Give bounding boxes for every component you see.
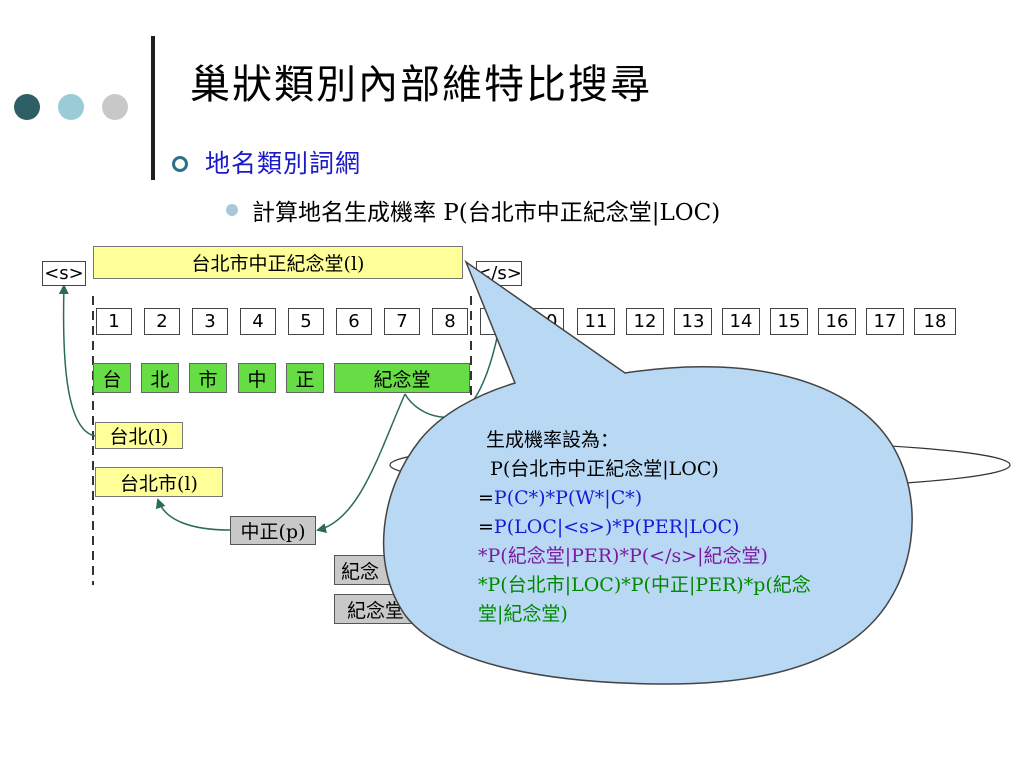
callout-line-formula-5: 堂|紀念堂)	[478, 603, 568, 625]
word-box-taipeishi: 台北市(l)	[95, 467, 223, 497]
position-box: 12	[626, 308, 664, 335]
position-box: 6	[336, 308, 372, 335]
callout-line-target: P(台北市中正紀念堂|LOC)	[478, 455, 918, 484]
char-box: 中	[238, 363, 276, 393]
equals-sign: =	[478, 487, 494, 509]
arrow-taipei-to-start	[58, 284, 96, 437]
equals-sign: =	[478, 516, 494, 538]
arrow-jiniantang-to-zhongzheng	[316, 393, 406, 533]
position-box: 11	[577, 308, 615, 335]
callout-formula: 生成機率設為： P(台北市中正紀念堂|LOC) =P(C*)*P(W*|C*) …	[478, 426, 918, 629]
position-box: 16	[818, 308, 856, 335]
bullet-level2: 計算地名生成機率 P(台北市中正紀念堂|LOC)	[252, 200, 721, 226]
position-box: 13	[674, 308, 712, 335]
callout-line-formula-4: *P(台北市|LOC)*P(中正|PER)*p(紀念	[478, 574, 811, 596]
formula-text: P(LOC|<s>)*P(PER|LOC)	[493, 516, 740, 538]
char-box: 北	[141, 363, 179, 393]
position-box: 7	[384, 308, 420, 335]
decor-dot-light	[58, 94, 84, 120]
callout-line-formula-2: =P(LOC|<s>)*P(PER|LOC)	[478, 513, 918, 542]
position-box: 4	[240, 308, 276, 335]
callout-line-formula-3: *P(紀念堂|PER)*P(</s>|紀念堂)	[478, 545, 768, 567]
top-word-box: 台北市中正紀念堂(l)	[93, 246, 463, 279]
bullet-ring-icon	[172, 156, 188, 172]
title-divider	[151, 36, 155, 180]
position-box: 8	[432, 308, 468, 335]
position-box: 14	[722, 308, 760, 335]
decor-dot-gray	[102, 94, 128, 120]
position-box: 17	[866, 308, 904, 335]
bullet-dot-icon	[226, 204, 238, 216]
slide-title: 巢狀類別內部維特比搜尋	[190, 62, 652, 108]
position-box: 15	[770, 308, 808, 335]
char-box: 台	[93, 363, 131, 393]
callout-line-formula-1: =P(C*)*P(W*|C*)	[478, 484, 918, 513]
word-box-zhongzheng: 中正(p)	[230, 516, 316, 545]
decor-dot-dark	[14, 94, 40, 120]
char-box: 市	[189, 363, 227, 393]
callout-shape	[382, 259, 913, 685]
callout-line-target-text: P(台北市中正紀念堂|LOC)	[478, 458, 719, 480]
position-box: 18	[914, 308, 956, 335]
bullet-level1: 地名類別詞網	[205, 149, 362, 178]
char-box: 正	[286, 363, 324, 393]
position-box: 3	[192, 308, 228, 335]
position-box: 5	[288, 308, 324, 335]
formula-text: P(C*)*P(W*|C*)	[493, 487, 643, 509]
start-tag: <s>	[42, 261, 86, 286]
arrow-zhongzheng-to-taipeishi	[155, 498, 231, 531]
position-box: 2	[144, 308, 180, 335]
position-box: 1	[96, 308, 132, 335]
word-box-taipei: 台北(l)	[95, 422, 183, 449]
callout-line-heading: 生成機率設為：	[486, 429, 620, 451]
char-box-wide: 紀念堂	[334, 363, 470, 393]
